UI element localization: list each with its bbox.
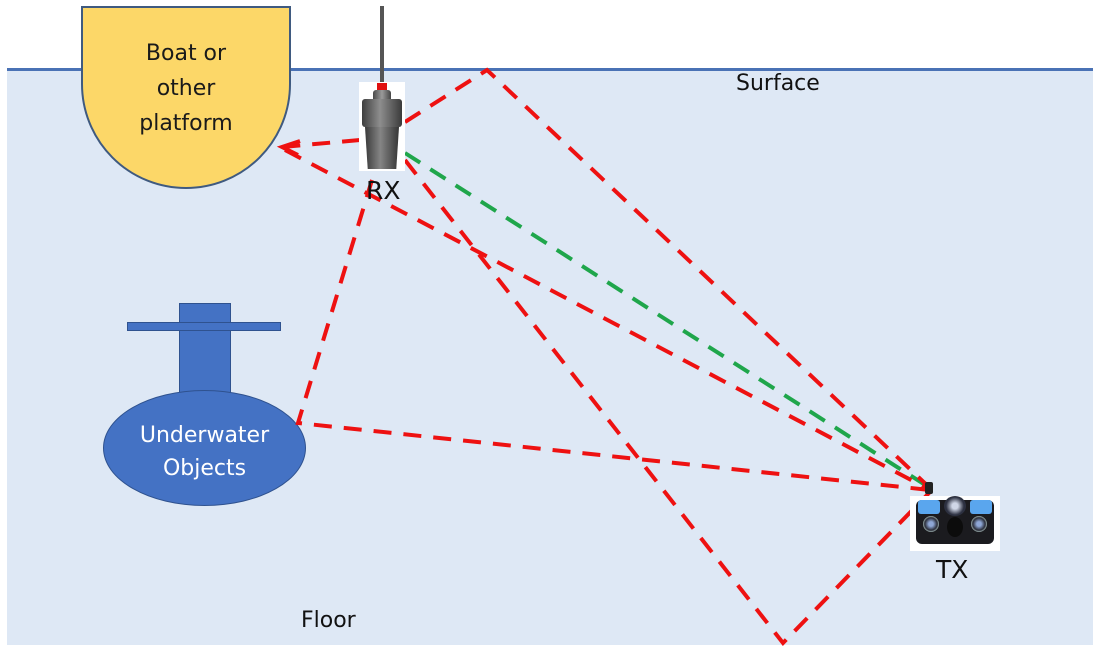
tx-left-float	[918, 500, 940, 514]
tx-camera-dome	[944, 496, 966, 516]
object-label: Underwater Objects	[104, 419, 305, 485]
boat-label-line-1: Boat or	[145, 41, 227, 66]
boat-platform: Boat or other platform	[81, 6, 291, 189]
rx-connector	[377, 83, 387, 90]
tx-antenna	[925, 482, 933, 494]
floor-reflection-path	[403, 158, 932, 647]
floor-label: Floor	[301, 608, 356, 633]
boat-label-line-2: other	[156, 76, 216, 101]
object-crossbar	[127, 322, 281, 331]
platform-reflection-path-from-tx	[284, 148, 931, 492]
rx-head	[362, 99, 402, 127]
platform-arrowhead-icon	[276, 139, 301, 157]
tx-right-float	[970, 500, 992, 514]
platform-reflection-path-to-rx	[281, 138, 361, 149]
surface-label: Surface	[736, 71, 820, 96]
direct-path	[403, 151, 932, 490]
object-mast	[179, 303, 231, 398]
tx-label: TX	[936, 555, 969, 584]
boat-label: Boat or other platform	[83, 36, 289, 141]
boat-label-line-3: platform	[139, 111, 233, 136]
surface-reflection-path	[403, 67, 932, 490]
rx-cable	[380, 6, 384, 84]
rx-neck	[373, 90, 391, 100]
rx-label: RX	[366, 176, 401, 205]
underwater-object: Underwater Objects	[103, 390, 306, 506]
object-label-line-2: Objects	[162, 456, 247, 481]
object-reflection-path	[295, 179, 931, 492]
tx-right-thruster	[971, 516, 987, 532]
rx-body	[365, 127, 399, 169]
surface-line	[7, 68, 1093, 71]
tx-left-thruster	[923, 516, 939, 532]
object-label-line-1: Underwater	[139, 423, 270, 448]
tx-light	[947, 517, 963, 537]
